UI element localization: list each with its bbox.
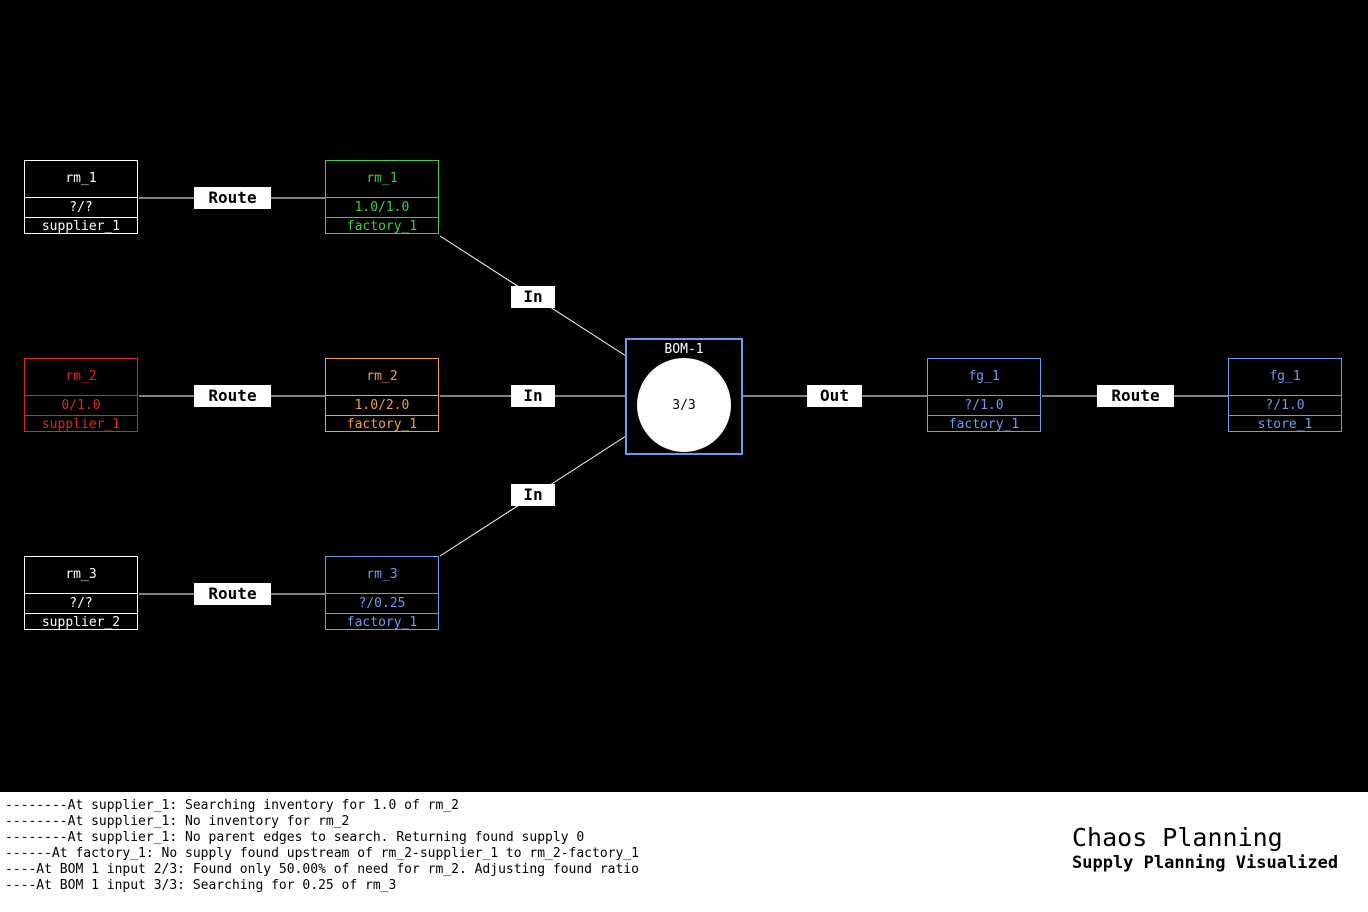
node-name: fg_1 [1229,359,1341,396]
node-location: factory_1 [346,615,418,630]
node-name: rm_3 [326,557,438,594]
node-quantity: ?/1.0 [1229,396,1341,416]
node-name: rm_2 [25,359,137,396]
node-location: factory_1 [346,219,418,234]
node-name: rm_2 [326,359,438,396]
node-rm2-factory1[interactable]: rm_2 1.0/2.0 factory_1 [325,358,439,432]
node-quantity: 1.0/2.0 [326,396,438,416]
node-location: supplier_1 [41,219,121,234]
console-panel: --------At supplier_1: Searching invento… [0,792,1368,912]
node-name: rm_1 [326,161,438,198]
node-rm3-factory1[interactable]: rm_3 ?/0.25 factory_1 [325,556,439,630]
node-quantity: ?/? [25,198,137,218]
route-label-rm3[interactable]: Route [194,583,271,605]
bom-progress-circle: 3/3 [637,358,731,452]
brand-subtitle: Supply Planning Visualized [1072,853,1339,873]
node-rm3-supplier2[interactable]: rm_3 ?/? supplier_2 [24,556,138,630]
bom-title: BOM-1 [664,342,704,357]
log-line: ----At BOM 1 input 2/3: Found only 50.00… [5,862,639,877]
graph-canvas: rm_1 ?/? supplier_1 rm_1 1.0/1.0 factory… [24,160,1342,630]
node-location: store_1 [1257,417,1313,432]
node-fg1-factory1[interactable]: fg_1 ?/1.0 factory_1 [927,358,1041,432]
node-location: factory_1 [948,417,1020,432]
in-label-rm3[interactable]: In [511,484,555,506]
node-name: fg_1 [928,359,1040,396]
route-label-rm1[interactable]: Route [194,187,271,209]
node-name: rm_3 [25,557,137,594]
log-line: --------At supplier_1: No parent edges t… [5,830,585,845]
node-rm1-factory1[interactable]: rm_1 1.0/1.0 factory_1 [325,160,439,234]
node-quantity: 0/1.0 [25,396,137,416]
bom-progress-value: 3/3 [672,397,696,413]
log-line: --------At supplier_1: No inventory for … [5,814,350,829]
route-label-fg1[interactable]: Route [1097,385,1174,407]
node-quantity: 1.0/1.0 [326,198,438,218]
node-location: supplier_1 [41,417,121,432]
in-label-rm2[interactable]: In [511,385,555,407]
out-label[interactable]: Out [807,385,862,407]
log-line: ------At factory_1: No supply found upst… [5,846,639,861]
in-label-rm1[interactable]: In [511,286,555,308]
node-rm2-supplier1[interactable]: rm_2 0/1.0 supplier_1 [24,358,138,432]
route-label-rm2[interactable]: Route [194,385,271,407]
brand-title: Chaos Planning [1072,823,1283,852]
node-name: rm_1 [25,161,137,198]
log-line: --------At supplier_1: Searching invento… [5,798,459,813]
node-quantity: ?/? [25,594,137,614]
node-fg1-store1[interactable]: fg_1 ?/1.0 store_1 [1228,358,1342,432]
log-line: ----At BOM 1 input 3/3: Searching for 0.… [5,878,397,893]
brand: Chaos Planning Supply Planning Visualize… [1072,824,1338,874]
console-log: --------At supplier_1: Searching invento… [5,798,639,894]
node-location: factory_1 [346,417,418,432]
bom-node[interactable]: BOM-1 3/3 [625,338,743,455]
node-quantity: ?/0.25 [326,594,438,614]
node-location: supplier_2 [41,615,121,630]
node-rm1-supplier1[interactable]: rm_1 ?/? supplier_1 [24,160,138,234]
node-quantity: ?/1.0 [928,396,1040,416]
